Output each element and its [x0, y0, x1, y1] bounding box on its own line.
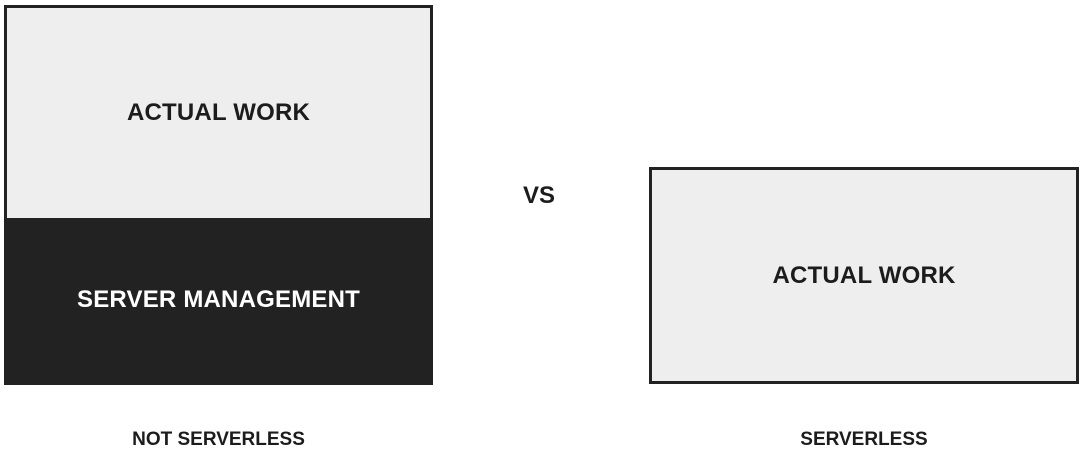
actual-work-label: ACTUAL WORK: [126, 99, 311, 126]
serverless-caption: SERVERLESS: [800, 429, 928, 450]
actual-work-block: ACTUAL WORK: [7, 8, 430, 218]
vs-separator: VS: [522, 182, 555, 209]
server-management-label: SERVER MANAGEMENT: [77, 286, 360, 313]
server-management-block: SERVER MANAGEMENT: [7, 218, 430, 382]
not-serverless-diagram: ACTUAL WORK SERVER MANAGEMENT: [4, 5, 433, 385]
not-serverless-caption: NOT SERVERLESS: [132, 429, 305, 450]
serverless-diagram: ACTUAL WORK: [649, 167, 1079, 384]
actual-work-label: ACTUAL WORK: [772, 261, 956, 289]
